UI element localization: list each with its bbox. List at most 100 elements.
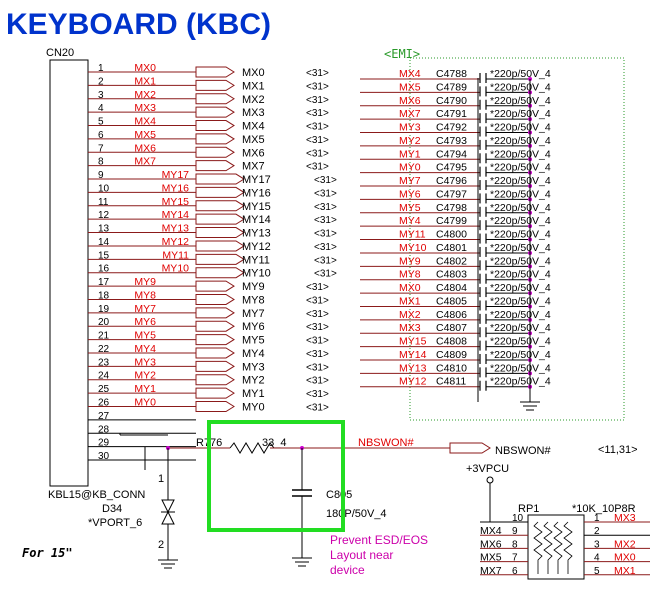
port-ref: <31> [306, 135, 329, 146]
port-arrow [195, 93, 235, 105]
rp1-left-net: MX7 [480, 565, 502, 577]
emi-cap-ref: C4793 [436, 135, 467, 147]
port-arrow [195, 347, 235, 359]
port-ref: <31> [306, 122, 329, 133]
diode-value: *VPORT_6 [88, 517, 142, 529]
connector-pin-net: MY11 [162, 249, 189, 261]
emi-cap-value: *220p/50V_4 [490, 255, 551, 267]
power-symbol [486, 476, 494, 484]
diode-triangle [161, 510, 175, 525]
port-ref: <31> [306, 349, 329, 360]
emi-cap-value: *220p/50V_4 [490, 108, 551, 120]
port-nbswon-label: NBSWON# [495, 445, 552, 457]
rp1-left-pin-number: 6 [512, 566, 518, 577]
port-ref: <31> [306, 95, 329, 106]
port-label: MY13 [242, 228, 271, 240]
port-ref: <31> [306, 68, 329, 79]
emi-cap-value: *220p/50V_4 [490, 148, 551, 160]
emi-net-label: MY5 [399, 202, 421, 214]
emi-net-label: MX2 [399, 309, 421, 321]
port-ref: <31> [306, 282, 329, 293]
emi-net-label: MY0 [399, 162, 421, 174]
port-label: MY9 [242, 281, 265, 293]
port-nbswon-ref: <11,31> [598, 444, 638, 456]
port-label: MX2 [242, 94, 265, 106]
emi-cap-ref: C4792 [436, 122, 467, 134]
port-label: MY6 [242, 321, 265, 333]
port-label: MY3 [242, 361, 265, 373]
emi-net-label: MX1 [399, 295, 421, 307]
rp1-left-net: MX4 [480, 525, 502, 537]
port-ref: <31> [306, 309, 329, 320]
port-arrow [195, 106, 235, 118]
port-arrow [195, 186, 245, 198]
port-arrow [195, 66, 235, 78]
connector-pin-number: 21 [98, 331, 110, 342]
connector-pin-net: MY0 [134, 397, 156, 409]
note-line-2: Layout near [330, 548, 393, 562]
connector-pin-net: MX7 [134, 156, 156, 168]
emi-cap-value: *220p/50V_4 [490, 242, 551, 254]
diode-pin2: 2 [158, 539, 164, 551]
emi-cap-ref: C4802 [436, 255, 467, 267]
connector-pin-net: MY5 [134, 330, 156, 342]
emi-cap-value: *220p/50V_4 [490, 376, 551, 388]
connector-pin-number: 19 [98, 304, 110, 315]
port-ref: <31> [314, 269, 337, 280]
connector-pin-net: MX0 [134, 62, 156, 74]
resistor-value: 33_4 [262, 437, 286, 449]
diode-triangle [161, 499, 175, 514]
emi-net-label: MY1 [399, 148, 421, 160]
emi-cap-value: *220p/50V_4 [490, 95, 551, 107]
connector-ref: CN20 [46, 47, 74, 59]
connector-pin-number: 4 [98, 103, 104, 114]
connector-pin-number: 10 [98, 183, 110, 194]
emi-cap-ref: C4804 [436, 282, 467, 294]
emi-cap-value: *220p/50V_4 [490, 362, 551, 374]
emi-cap-value: *220p/50V_4 [490, 215, 551, 227]
connector-pin-number: 16 [98, 264, 110, 275]
emi-cap-ref: C4794 [436, 148, 467, 160]
rp1-body [527, 514, 585, 580]
emi-cap-value: *220p/50V_4 [490, 269, 551, 281]
emi-net-label: MX3 [399, 322, 421, 334]
connector-pin-net: MX6 [134, 142, 156, 154]
port-arrow [195, 133, 235, 145]
connector-pin-number: 6 [98, 130, 104, 141]
port-label: MX7 [242, 161, 265, 173]
emi-cap-ref: C4801 [436, 242, 467, 254]
port-label: MY5 [242, 335, 265, 347]
emi-cap-ref: C4808 [436, 336, 467, 348]
connector-pin-net: MY15 [162, 196, 190, 208]
connector-pin-number: 13 [98, 224, 110, 235]
connector-pin-number: 27 [98, 411, 110, 422]
emi-cap-value: *220p/50V_4 [490, 309, 551, 321]
connector-body [49, 59, 89, 487]
port-ref: <31> [314, 188, 337, 199]
port-label: MX1 [242, 80, 265, 92]
port-label: MY17 [242, 174, 271, 186]
connector-pin-number: 29 [98, 438, 110, 449]
emi-cap-ref: C4805 [436, 295, 467, 307]
emi-cap-value: *220p/50V_4 [490, 229, 551, 241]
port-label: MY1 [242, 388, 265, 400]
port-ref: <31> [306, 148, 329, 159]
note-line-1: Prevent ESD/EOS [330, 533, 428, 547]
connector-pin-net: MY14 [162, 209, 190, 221]
connector-pin-net: MY17 [162, 169, 190, 181]
connector-pin-number: 26 [98, 398, 110, 409]
connector-pin-net: MY9 [134, 276, 156, 288]
emi-net-label: MX6 [399, 95, 421, 107]
connector-pin-number: 2 [98, 76, 104, 87]
emi-net-label: MX4 [399, 68, 421, 80]
footer-note: For 15" [22, 546, 73, 560]
emi-net-label: MY2 [399, 135, 421, 147]
connector-pin-number: 22 [98, 344, 110, 355]
connector-pin-net: MY3 [134, 356, 156, 368]
emi-net-label: MY15 [399, 336, 427, 348]
emi-cap-ref: C4811 [436, 376, 466, 388]
port-label: MX3 [242, 107, 265, 119]
cap-c805-value: 180P/50V_4 [326, 508, 387, 520]
